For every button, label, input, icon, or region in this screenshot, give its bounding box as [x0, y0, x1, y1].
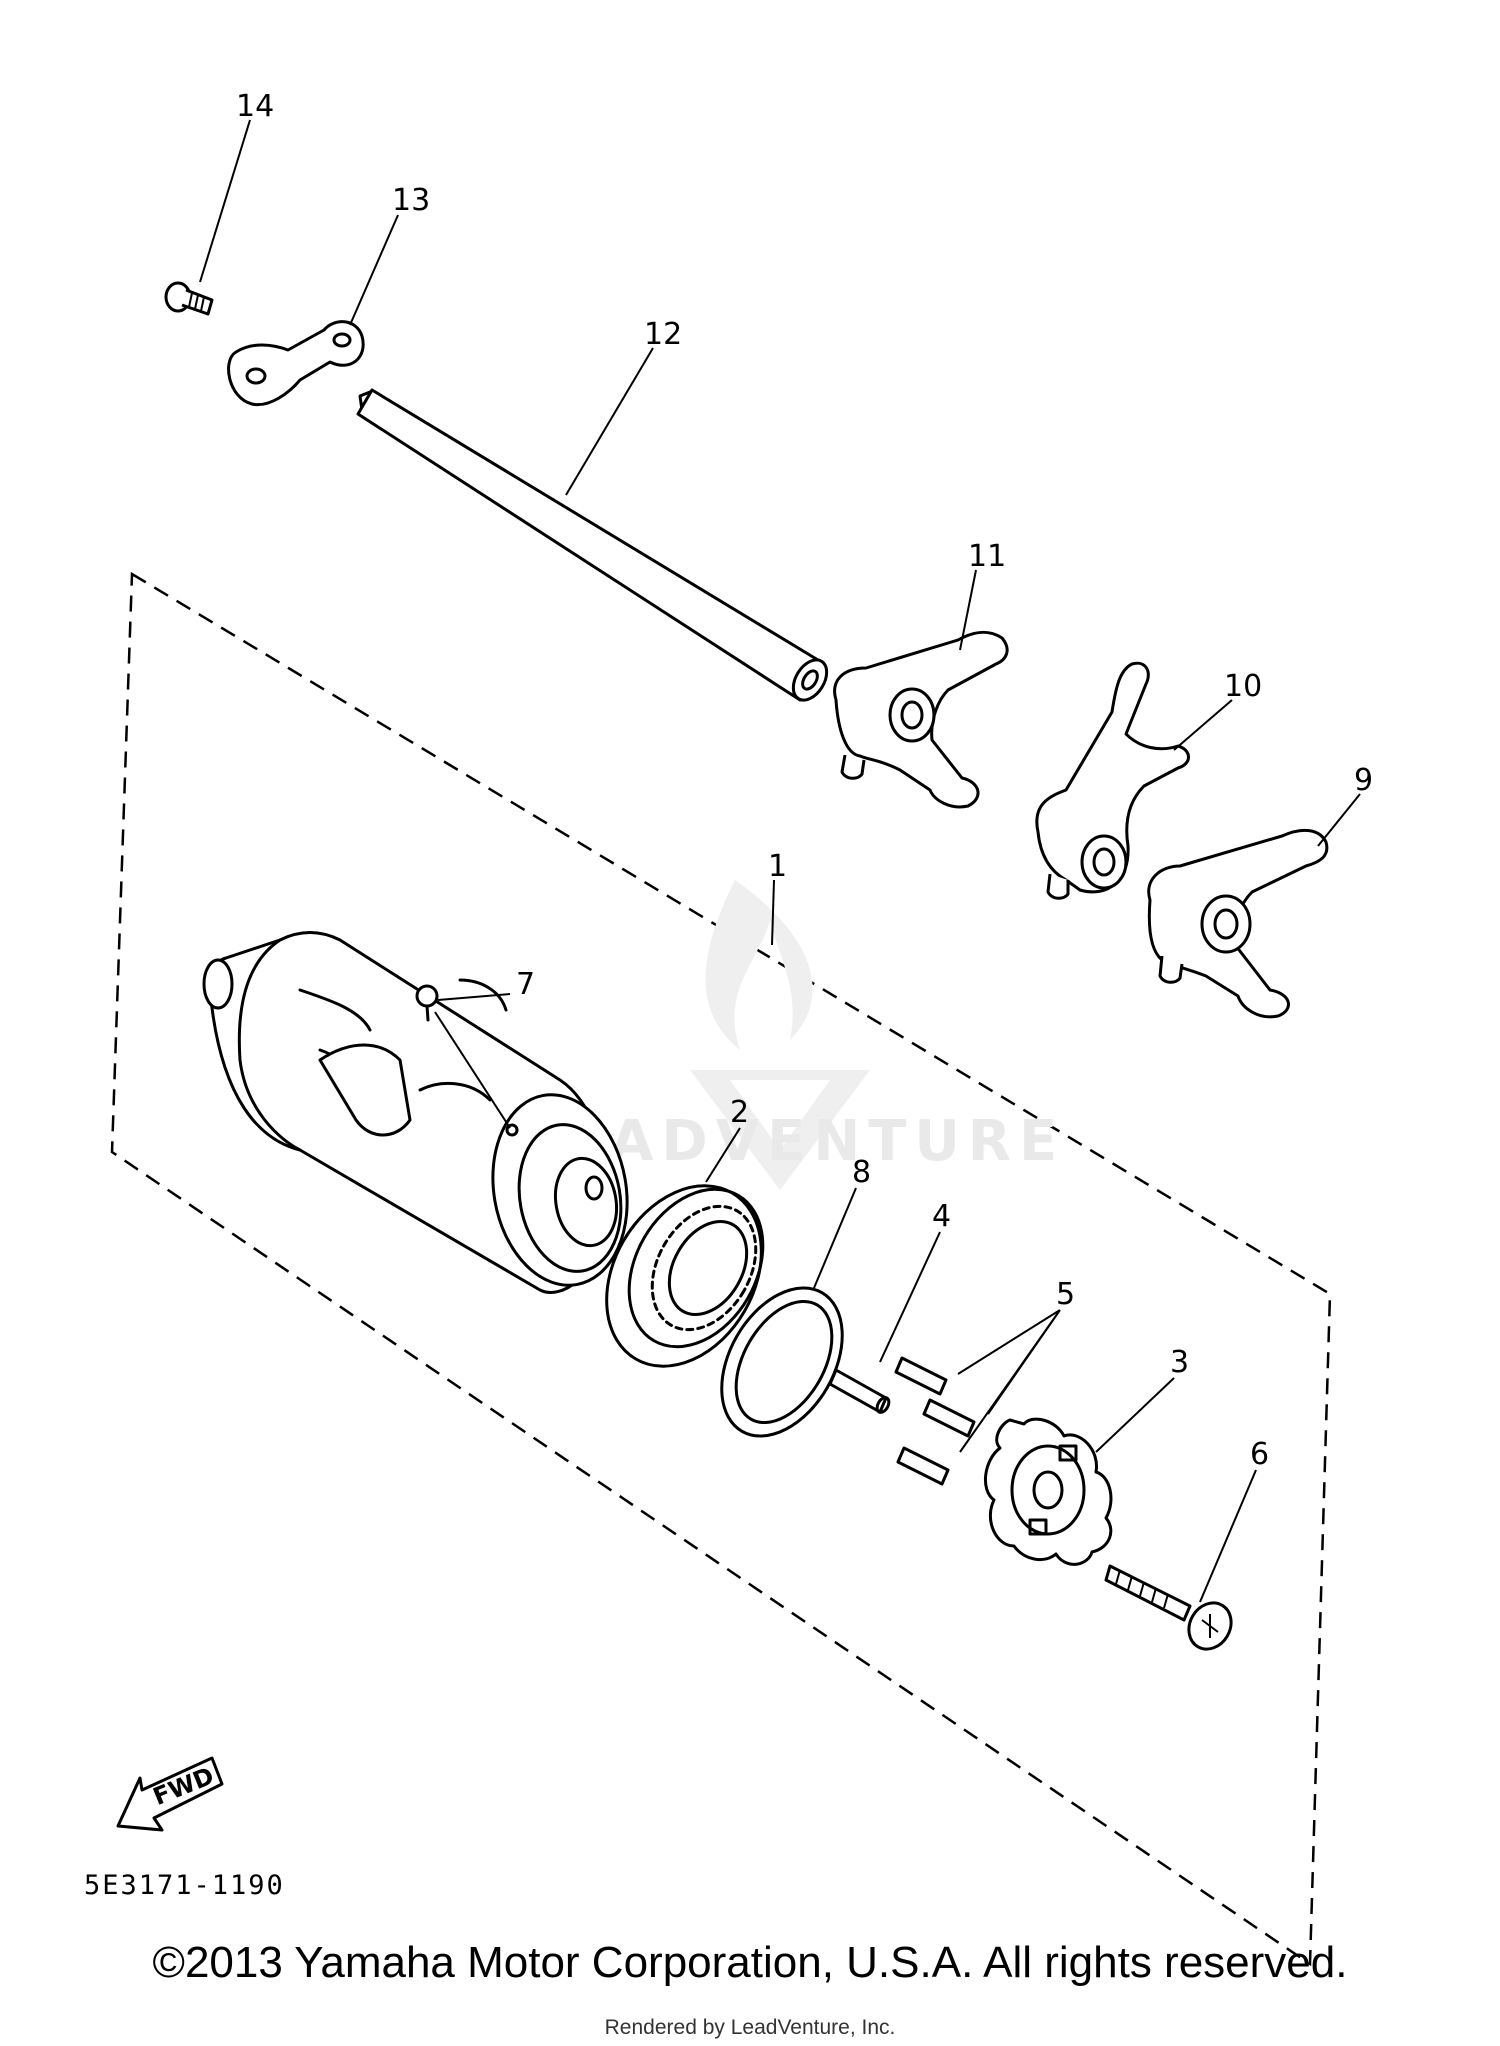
drawing-code: 5E3171-1190: [84, 1870, 285, 1901]
part-5-dowel-pins: [894, 1356, 976, 1486]
callout-8: 8: [852, 1155, 871, 1190]
leader-lines: [199, 119, 1361, 1603]
callout-14: 14: [236, 89, 274, 124]
callout-4: 4: [932, 1199, 951, 1234]
callout-12: 12: [644, 317, 682, 352]
copyright-notice: ©2013 Yamaha Motor Corporation, U.S.A. A…: [152, 1938, 1348, 1987]
leadventure-watermark-overlay: [690, 880, 870, 1190]
rendered-by-credit: Rendered by LeadVenture, Inc.: [604, 2016, 896, 2039]
callout-numbers: 14 13 12 11 10 9 1 7 2 8 4 5 3 6: [236, 89, 1373, 1472]
callout-3: 3: [1170, 1345, 1189, 1380]
part-14-bolt: [164, 281, 214, 316]
part-2-bearing: [605, 1184, 765, 1368]
part-11-shift-fork: [833, 630, 1009, 809]
callout-11: 11: [968, 539, 1006, 574]
callout-9: 9: [1354, 763, 1373, 798]
callout-1: 1: [768, 849, 787, 884]
callout-13: 13: [392, 183, 430, 218]
part-7-pin: [415, 984, 519, 1137]
part-6-screw: [1104, 1564, 1233, 1651]
callout-6: 6: [1250, 1437, 1269, 1472]
callout-7: 7: [516, 967, 535, 1002]
shift-cam-drum: [202, 931, 629, 1294]
callout-5: 5: [1056, 1277, 1075, 1312]
part-4-dowel-pin: [828, 1368, 891, 1414]
part-9-shift-fork: [1147, 828, 1329, 1019]
callout-2: 2: [730, 1095, 749, 1130]
fwd-arrow-icon: FWD: [116, 1756, 224, 1832]
callout-10: 10: [1224, 669, 1262, 704]
part-12-guide-bar: [356, 388, 829, 702]
part-8-washer: [720, 1286, 844, 1438]
part-10-shift-fork: [1035, 661, 1190, 900]
part-3-segment: [983, 1417, 1113, 1566]
part-13-stopper-plate: [227, 320, 365, 407]
